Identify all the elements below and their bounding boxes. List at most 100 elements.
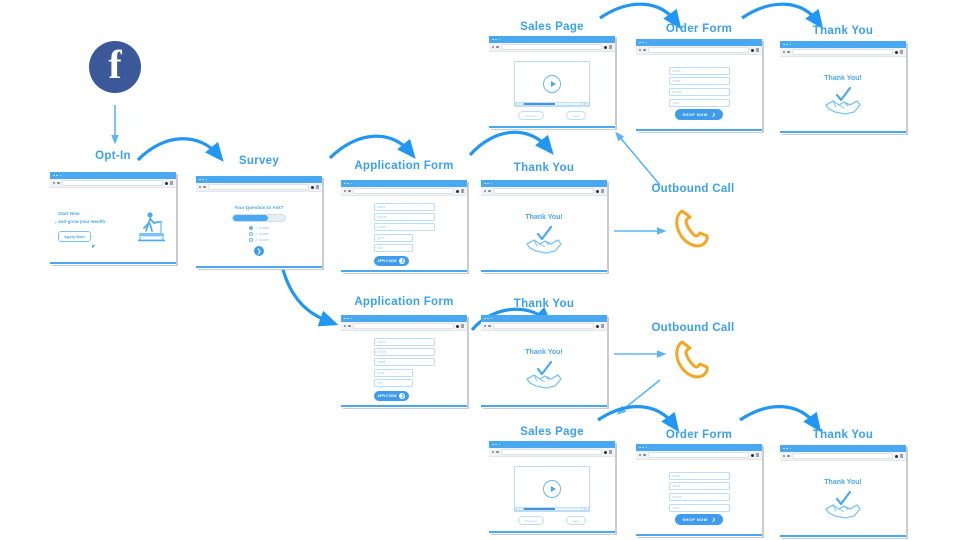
name-field[interactable]: name <box>668 471 730 480</box>
phone-field[interactable]: phone <box>668 493 730 501</box>
back-icon[interactable] <box>492 450 495 454</box>
play-icon[interactable] <box>543 479 561 498</box>
settings-icon[interactable] <box>750 453 754 457</box>
settings-icon[interactable] <box>750 48 754 52</box>
address-bar[interactable] <box>207 184 309 190</box>
settings-icon[interactable] <box>455 324 459 328</box>
back-icon[interactable] <box>484 189 487 193</box>
forward-icon[interactable] <box>488 189 491 193</box>
back-icon[interactable] <box>199 185 202 189</box>
forward-icon[interactable] <box>348 189 351 193</box>
previous-button[interactable]: Previous <box>518 515 544 526</box>
address-bar[interactable] <box>352 323 454 329</box>
menu-icon[interactable] <box>899 454 903 458</box>
settings-icon[interactable] <box>455 189 459 193</box>
forward-icon[interactable] <box>57 181 60 185</box>
name-field[interactable]: name <box>668 66 730 75</box>
address-bar[interactable] <box>791 453 893 459</box>
settings-icon[interactable] <box>310 185 314 189</box>
address-bar[interactable] <box>647 452 749 458</box>
back-icon[interactable] <box>639 453 642 457</box>
video-progress-bar[interactable] <box>515 506 589 511</box>
video-player[interactable] <box>514 465 590 512</box>
settings-icon[interactable] <box>603 450 607 454</box>
optin-apply-button[interactable]: Apply Now <box>58 230 91 242</box>
radio-icon[interactable] <box>248 225 254 231</box>
forward-icon[interactable] <box>643 48 646 52</box>
address-bar[interactable] <box>500 449 602 455</box>
survey-next-button[interactable]: ❯ <box>254 246 264 257</box>
menu-icon[interactable] <box>608 45 612 49</box>
menu-icon[interactable] <box>600 189 604 193</box>
email-field[interactable]: email <box>668 482 730 491</box>
card-field[interactable]: card <box>668 98 730 107</box>
back-icon[interactable] <box>344 189 347 193</box>
next-button[interactable]: Next <box>565 515 586 526</box>
next-button[interactable]: Next <box>565 110 586 121</box>
forward-icon[interactable] <box>203 185 206 189</box>
survey-option[interactable]: 1. Answer <box>248 225 269 231</box>
video-progress-bar[interactable] <box>515 101 589 106</box>
address-bar[interactable] <box>352 188 454 194</box>
menu-icon[interactable] <box>755 453 759 457</box>
back-icon[interactable] <box>492 45 495 49</box>
back-icon[interactable] <box>344 324 347 328</box>
radio-icon[interactable] <box>248 237 254 243</box>
address-bar[interactable] <box>647 47 749 53</box>
phone-field[interactable]: phone <box>373 348 435 357</box>
menu-icon[interactable] <box>460 189 464 193</box>
extra-field-1[interactable]: grow <box>373 368 413 377</box>
settings-icon[interactable] <box>164 181 168 185</box>
extra-field-2[interactable]: wes <box>373 243 413 252</box>
survey-option[interactable]: 2. Answer <box>248 231 269 237</box>
menu-icon[interactable] <box>460 324 464 328</box>
radio-icon[interactable] <box>248 231 254 237</box>
forward-icon[interactable] <box>787 454 790 458</box>
forward-icon[interactable] <box>496 45 499 49</box>
back-icon[interactable] <box>783 50 786 54</box>
forward-icon[interactable] <box>643 453 646 457</box>
address-bar[interactable] <box>492 323 594 329</box>
name-field[interactable]: name <box>373 203 435 212</box>
back-icon[interactable] <box>484 324 487 328</box>
forward-icon[interactable] <box>348 324 351 328</box>
apply-now-button[interactable]: APPLY NOW ❯ <box>373 255 410 266</box>
settings-icon[interactable] <box>603 45 607 49</box>
settings-icon[interactable] <box>894 454 898 458</box>
phone-field[interactable]: phone <box>373 213 435 222</box>
address-bar[interactable] <box>791 49 893 55</box>
address-bar[interactable] <box>500 44 602 50</box>
settings-icon[interactable] <box>595 324 599 328</box>
phone-field[interactable]: phone <box>668 88 730 96</box>
back-icon[interactable] <box>639 48 642 52</box>
menu-icon[interactable] <box>315 185 319 189</box>
video-player[interactable] <box>514 60 590 107</box>
settings-icon[interactable] <box>595 189 599 193</box>
email-field[interactable]: email <box>373 358 435 367</box>
back-icon[interactable] <box>783 454 786 458</box>
card-field[interactable]: card <box>668 503 730 512</box>
address-bar[interactable] <box>61 180 163 186</box>
menu-icon[interactable] <box>600 324 604 328</box>
forward-icon[interactable] <box>787 50 790 54</box>
previous-button[interactable]: Previous <box>518 110 544 121</box>
apply-now-button[interactable]: APPLY NOW ❯ <box>373 390 410 401</box>
email-field[interactable]: email <box>373 223 435 232</box>
settings-icon[interactable] <box>894 50 898 54</box>
menu-icon[interactable] <box>899 50 903 54</box>
back-icon[interactable] <box>53 181 56 185</box>
menu-icon[interactable] <box>608 450 612 454</box>
extra-field-1[interactable]: grow <box>373 233 413 242</box>
menu-icon[interactable] <box>169 181 173 185</box>
play-icon[interactable] <box>543 74 561 93</box>
survey-option[interactable]: 3. Answer <box>248 237 269 243</box>
forward-icon[interactable] <box>496 450 499 454</box>
extra-field-2[interactable]: wes <box>373 378 413 387</box>
email-field[interactable]: email <box>668 77 730 86</box>
menu-icon[interactable] <box>755 48 759 52</box>
forward-icon[interactable] <box>488 324 491 328</box>
address-bar[interactable] <box>492 188 594 194</box>
shop-now-button[interactable]: SHOP NOW ❯ <box>675 514 723 526</box>
shop-now-button[interactable]: SHOP NOW ❯ <box>675 109 723 121</box>
name-field[interactable]: name <box>373 338 435 347</box>
